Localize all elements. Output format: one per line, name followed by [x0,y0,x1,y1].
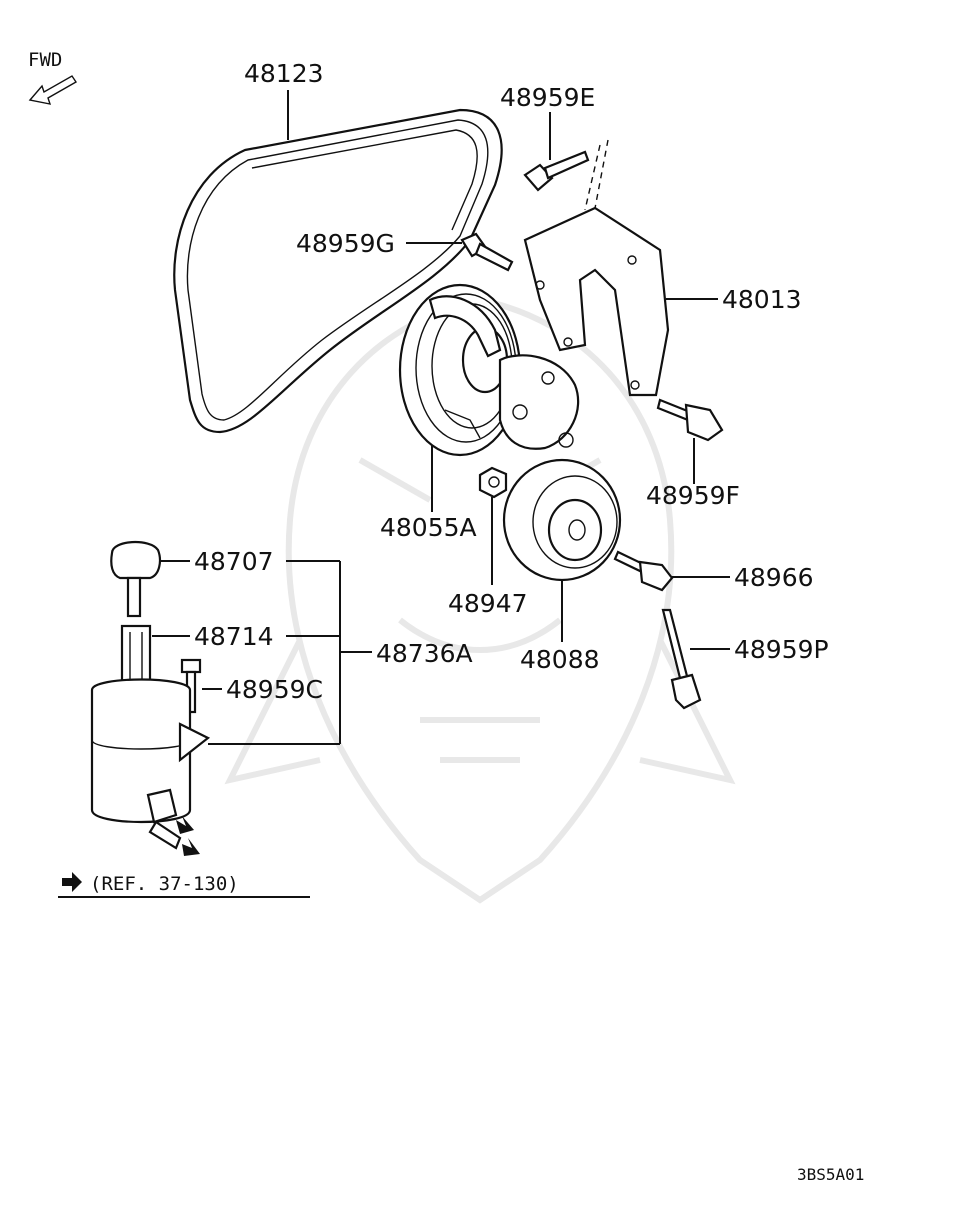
label-48736a[interactable]: 48736A [376,639,473,668]
label-48088[interactable]: 48088 [520,645,600,674]
bracket-48013 [523,206,670,397]
bolt-48959g [460,232,514,272]
reference-link[interactable]: (REF. 37-130) [58,872,310,898]
label-48959c[interactable]: 48959C [226,675,323,704]
arrow-right-icon [62,872,82,892]
reference-text[interactable]: (REF. 37-130) [90,873,239,895]
label-48959p[interactable]: 48959P [734,635,829,664]
bolt-48966 [613,550,674,592]
label-48714[interactable]: 48714 [194,622,274,651]
power-steering-pump-48055a [398,283,580,457]
idler-pulley-48088 [502,458,622,582]
reservoir-tank [90,678,211,856]
drive-belt [173,108,503,434]
label-48959f[interactable]: 48959F [646,481,740,510]
bolt-48959e [523,150,590,192]
label-48966[interactable]: 48966 [734,563,814,592]
diagram-code: 3BS5A01 [797,1165,864,1184]
fwd-label: FWD [28,49,62,71]
label-48123[interactable]: 48123 [244,59,324,88]
label-48055a[interactable]: 48055A [380,513,477,542]
label-48959e[interactable]: 48959E [500,83,595,112]
nut-48947 [478,466,508,499]
bolt-48959f [656,398,724,442]
fwd-indicator: FWD [28,49,77,105]
fwd-arrow-icon [28,75,77,105]
label-48707[interactable]: 48707 [194,547,274,576]
stud-48959p [661,608,702,710]
label-48013[interactable]: 48013 [722,285,802,314]
label-48947[interactable]: 48947 [448,589,528,618]
reservoir-cap-48707 [110,540,161,618]
label-48959g[interactable]: 48959G [296,229,395,258]
